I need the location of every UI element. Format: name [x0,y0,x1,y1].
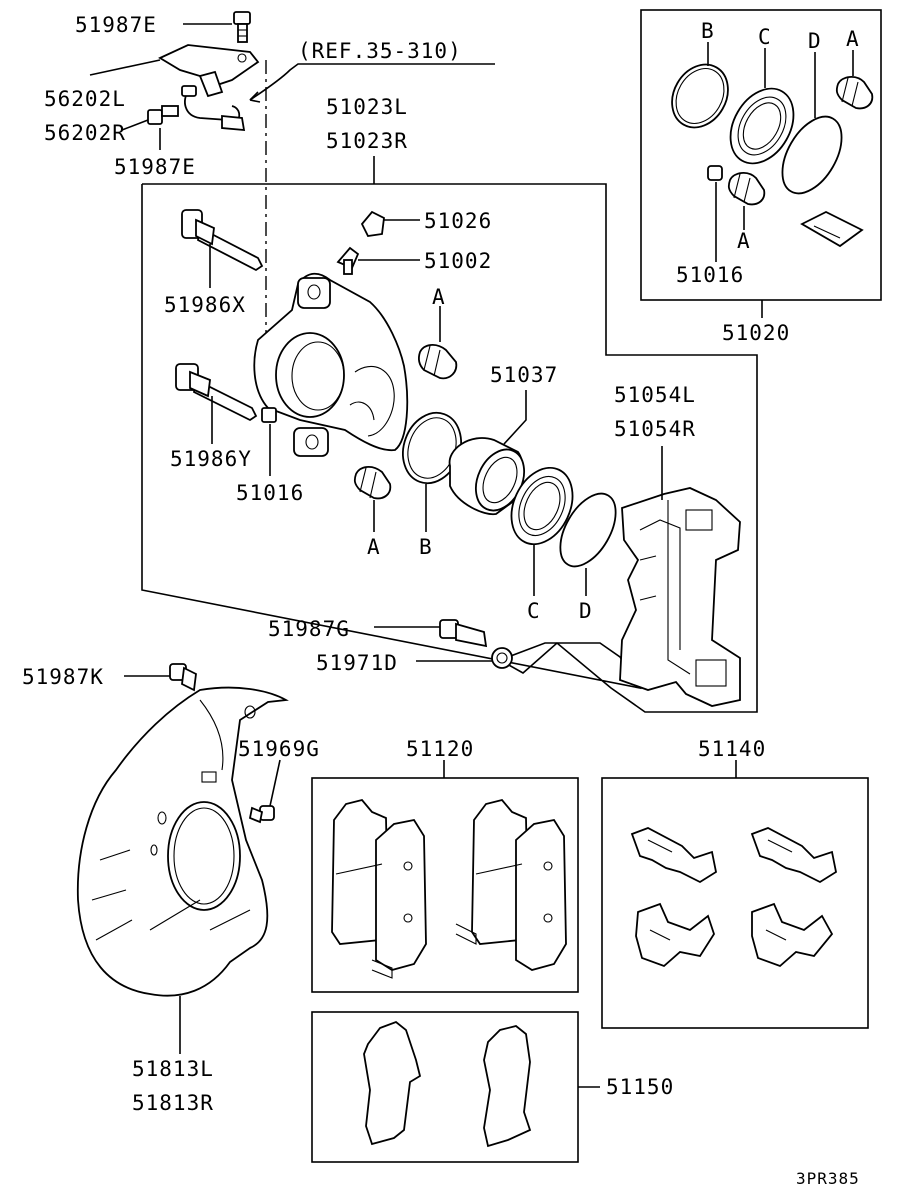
letter-a-lower: A [367,535,381,559]
pin-boot-upper-icon [417,344,458,380]
letter-b-main: B [419,535,433,559]
kit-piston-seal-icon [671,63,729,129]
brake-hose-fitting-icon [181,85,246,132]
bleeder-screw-icon [336,246,360,275]
drawing-code: 3PR385 [796,1169,860,1187]
letter-c-main: C [527,599,541,623]
hose-bracket-icon [158,44,260,98]
label-51971d: 51971D [316,651,398,675]
shim-set-frame [311,1011,579,1163]
label-ref: (REF.35-310) [298,39,462,63]
guide-pin-51986x-icon [181,209,264,272]
guide-pin-51986y-icon [175,363,258,422]
label-51987g: 51987G [268,617,350,641]
letter-a-kit-lower: A [737,229,751,253]
pad-set-frame [311,777,579,993]
label-51054r: 51054R [614,417,696,441]
support-washer-icon [491,647,513,669]
piston-boot-icon [510,466,574,546]
letter-c-kit: C [758,25,772,49]
brake-pads-left-icon [331,798,427,979]
caliper-body-icon [253,272,409,457]
pin-boot-lower-icon [353,466,392,500]
label-51026: 51026 [424,209,492,233]
kit-bushing-icon [707,165,723,181]
label-51140: 51140 [698,737,766,761]
label-51986x: 51986X [164,293,246,317]
label-51023l: 51023L [326,95,408,119]
label-51813r: 51813R [132,1091,214,1115]
bleeder-cap-icon [360,210,385,237]
brake-pads-right-icon [455,798,567,971]
bolt-51987e-top-icon [233,11,251,43]
label-51813l: 51813L [132,1057,214,1081]
dust-shield-icon [76,686,289,997]
letter-d-kit: D [808,29,822,53]
label-51002: 51002 [424,249,492,273]
pad-clips-right-icon [750,827,838,968]
shim-left-icon [363,1020,422,1146]
kit-pin-boot-upper-icon [835,76,874,110]
letter-a-upper: A [432,285,446,309]
label-51986y: 51986Y [170,447,252,471]
label-51037: 51037 [490,363,558,387]
label-51150: 51150 [606,1075,674,1099]
kit-retaining-ring-icon [781,115,843,195]
label-51023r: 51023R [326,129,408,153]
retaining-ring-icon [559,492,617,568]
pin-bushing-icon [261,407,277,423]
shim-right-icon [483,1025,532,1148]
shield-bolt-icon [248,805,275,824]
bolt-51987k-icon [169,663,197,692]
bolt-51987e-bottom-icon [147,105,179,125]
support-bolt-icon [439,619,488,648]
kit-piston-boot-icon [729,87,795,165]
caliper-support-icon [619,487,741,707]
label-51987e-top: 51987E [75,13,157,37]
letter-a-kit-upper: A [846,27,860,51]
label-kit-51016: 51016 [676,263,744,287]
kit-grease-packet-icon [800,210,864,248]
letter-b-kit: B [701,19,715,43]
pad-clips-left-icon [630,827,718,968]
clip-set-frame [601,777,869,1029]
seal-kit-frame [640,9,882,301]
label-56202r: 56202R [44,121,126,145]
label-51016: 51016 [236,481,304,505]
label-56202l: 56202L [44,87,126,111]
label-51120: 51120 [406,737,474,761]
letter-d-main: D [579,599,593,623]
label-51987e-bottom: 51987E [114,155,196,179]
label-51987k: 51987K [22,665,104,689]
label-51969g: 51969G [238,737,320,761]
label-51020: 51020 [722,321,790,345]
kit-pin-boot-lower-icon [727,172,766,206]
piston-icon [448,437,525,516]
label-51054l: 51054L [614,383,696,407]
